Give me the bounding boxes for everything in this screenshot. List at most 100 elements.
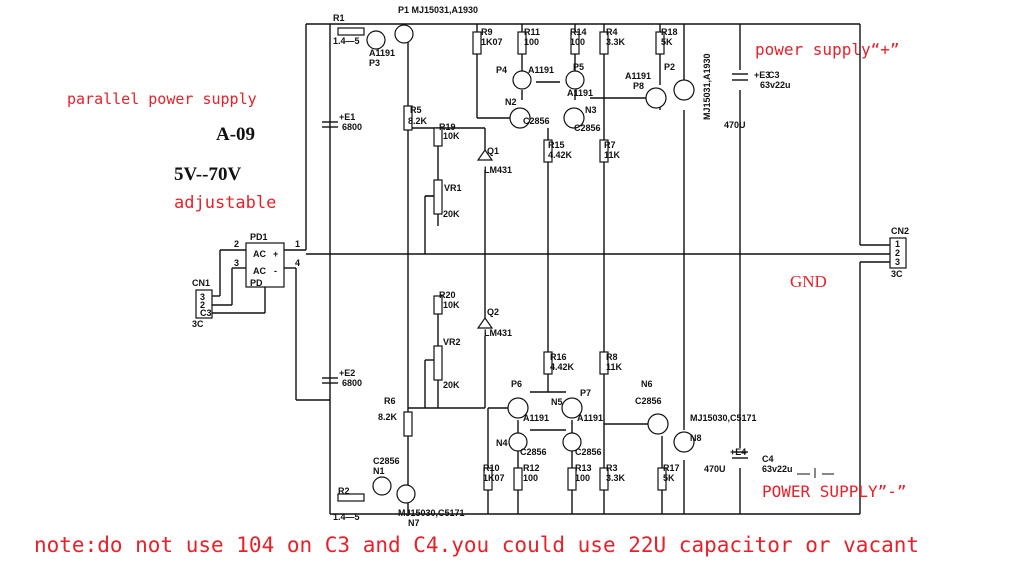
label-r16: R16 [550, 352, 567, 362]
label-e2-value: 6800 [342, 378, 362, 388]
label-n3-type: C2856 [574, 123, 601, 133]
annotation-note: note:do not use 104 on C3 and C4.you cou… [34, 533, 919, 557]
label-cn1-type: 3C [192, 319, 204, 329]
annotations: parallel power supply A-09 5V--70V adjus… [34, 40, 919, 557]
label-cn2-pin1: 1 [895, 239, 900, 249]
label-q2-type: LM431 [484, 328, 512, 338]
label-e1: +E1 [339, 112, 355, 122]
label-r20-value: 10K [443, 300, 460, 310]
label-pin1: 1 [295, 239, 300, 249]
label-r7: R7 [604, 140, 616, 150]
label-r10: R10 [483, 463, 500, 473]
part-labels: R1 1.4—5 P1 MJ15031,A1930 A1191 P3 +E1 6… [192, 5, 909, 528]
label-cn2-pin3: 3 [895, 257, 900, 267]
label-cn1: CN1 [192, 278, 210, 288]
label-p7: P7 [580, 388, 591, 398]
label-p4-type: A1191 [528, 65, 554, 75]
label-n5-type: A1191 [577, 413, 603, 423]
annotation-gnd: GND [790, 272, 827, 291]
label-c3-value: 63v22u [760, 80, 791, 90]
label-r6-value: 8.2K [378, 412, 398, 422]
label-p2: P2 [664, 62, 675, 72]
label-q1: Q1 [487, 146, 499, 156]
label-cn1-pin3: 3 [200, 292, 205, 302]
label-r18-value: 5K [661, 37, 673, 47]
label-p4: P4 [496, 65, 507, 75]
label-c4-value: 63v22u [762, 464, 793, 474]
label-n4: N4 [496, 438, 508, 448]
label-n8: N8 [690, 433, 702, 443]
label-vr2-value: 20K [443, 380, 460, 390]
label-n4-type: C2856 [520, 447, 547, 457]
label-pd: PD [250, 278, 263, 288]
transistors [366, 24, 695, 504]
label-pd1: PD1 [250, 232, 268, 242]
label-r7-value: 11K [604, 150, 621, 160]
label-r14-value: 100 [570, 37, 585, 47]
label-r12-value: 100 [523, 473, 538, 483]
label-cn1-pin1: C3 [200, 308, 212, 318]
label-r9-value: 1K07 [481, 37, 503, 47]
connector-cn1 [195, 289, 213, 319]
label-minus-pin: - [274, 266, 277, 276]
label-vr1-value: 20K [443, 209, 460, 219]
label-r3-value: 3.3K [606, 473, 626, 483]
label-r12: R12 [523, 463, 540, 473]
label-r4: R4 [606, 27, 618, 37]
label-r20: R20 [439, 290, 456, 300]
label-e3: +E3 [754, 70, 770, 80]
label-e1-value: 6800 [342, 122, 362, 132]
label-n2-type: C2856 [523, 116, 550, 126]
label-r8: R8 [606, 352, 618, 362]
label-n2: N2 [505, 97, 517, 107]
label-cn2-type: 3C [891, 269, 903, 279]
label-r19-value: 10K [443, 131, 460, 141]
annotation-supply-minus: POWER SUPPLY”-” [762, 482, 907, 501]
label-pin4: 4 [295, 258, 300, 268]
label-r19: R19 [439, 122, 456, 132]
label-r11-value: 100 [524, 37, 539, 47]
label-n1: N1 [373, 466, 385, 476]
label-e4-value: 470U [704, 464, 726, 474]
label-n3: N3 [585, 105, 597, 115]
annotation-parallel: parallel power supply [67, 90, 257, 108]
capacitors [322, 73, 748, 459]
label-r1: R1 [333, 13, 345, 23]
annotation-supply-plus: power supply“+” [755, 40, 900, 59]
label-r2: R2 [338, 486, 350, 496]
label-e4: +E4 [730, 447, 746, 457]
label-n6: N6 [641, 379, 653, 389]
annotation-adjustable: adjustable [174, 193, 276, 213]
label-r1-value: 1.4—5 [333, 36, 360, 46]
label-n7: N7 [408, 518, 420, 528]
label-r10-value: 1K07 [483, 473, 505, 483]
label-r16-value: 4.42K [550, 362, 575, 372]
label-r4-value: 3.3K [606, 37, 626, 47]
label-r8-value: 11K [606, 362, 623, 372]
label-r15: R15 [548, 140, 565, 150]
label-r13-value: 100 [575, 473, 590, 483]
label-pin2: 2 [234, 239, 239, 249]
label-vr2: VR2 [443, 337, 461, 347]
label-c3: C3 [768, 70, 780, 80]
label-p6-type: A1191 [523, 413, 549, 423]
label-n1-type: C2856 [373, 456, 400, 466]
label-ac2: AC [253, 266, 266, 276]
label-r5: R5 [410, 105, 422, 115]
label-r17-value: 5K [663, 473, 675, 483]
ground-symbol [797, 468, 834, 478]
label-r17: R17 [663, 463, 680, 473]
label-n6-type: C2856 [635, 396, 662, 406]
label-r9: R9 [481, 27, 493, 37]
label-plus-pin: + [273, 249, 278, 259]
label-p6: P6 [511, 379, 522, 389]
label-vr1: VR1 [444, 183, 462, 193]
label-e2: +E2 [339, 368, 355, 378]
label-q1-type: LM431 [484, 165, 512, 175]
label-n4-type-2: C2856 [575, 447, 602, 457]
label-r14: R14 [570, 27, 587, 37]
label-p8-type: A1191 [625, 71, 651, 81]
label-r2-value: 1.4—5 [333, 512, 360, 522]
label-cn1-pin2: 2 [200, 300, 205, 310]
